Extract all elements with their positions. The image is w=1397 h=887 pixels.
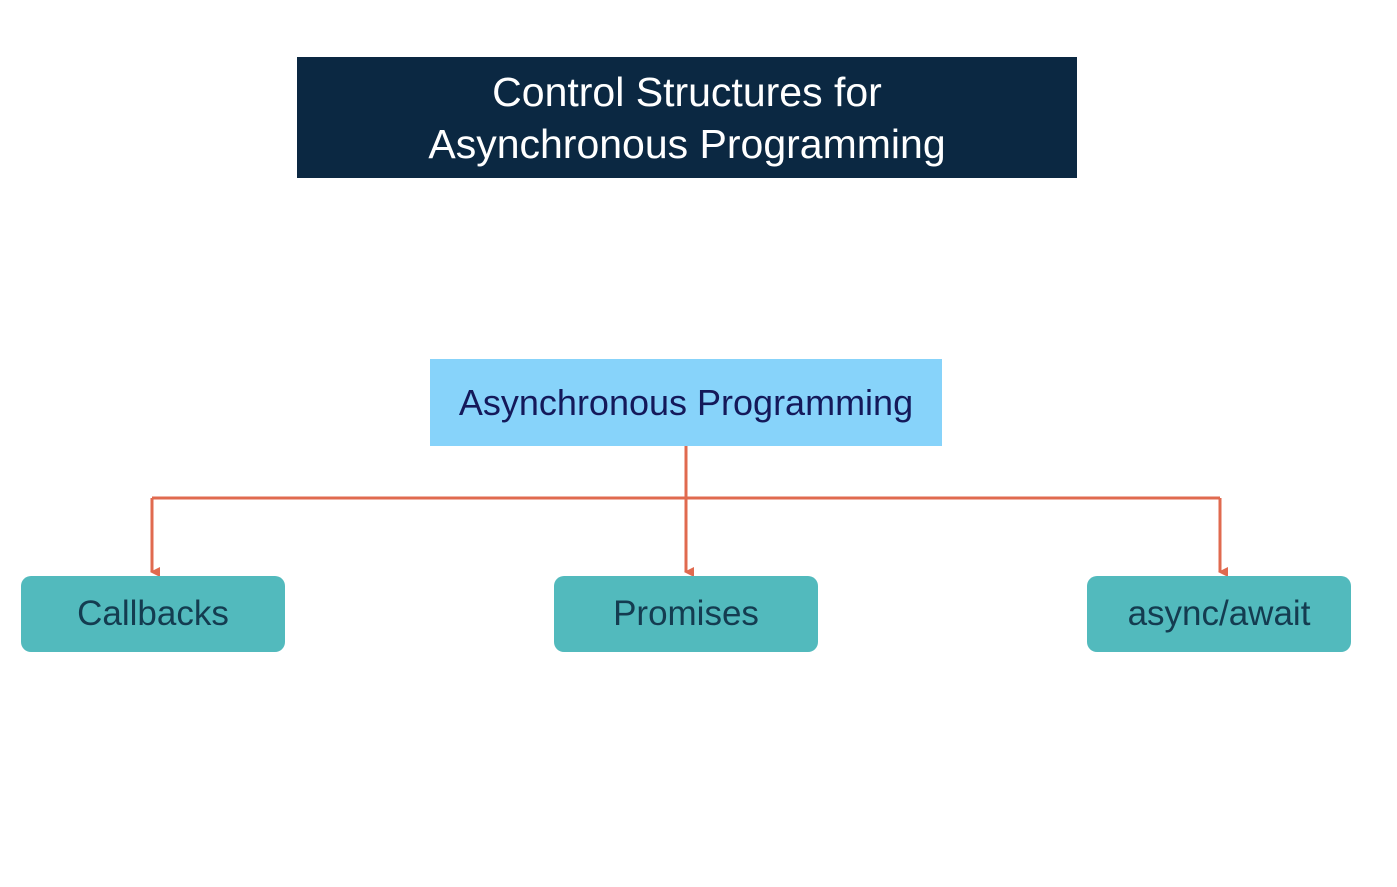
root-node: Asynchronous Programming [430,359,942,446]
title-line-2: Asynchronous Programming [428,120,946,167]
title-banner: Control Structures for Asynchronous Prog… [297,57,1077,178]
child-node-async-await: async/await [1087,576,1351,652]
child-node-promises: Promises [554,576,818,652]
child-node-callbacks: Callbacks [21,576,285,652]
title-line-1: Control Structures for [492,68,882,115]
